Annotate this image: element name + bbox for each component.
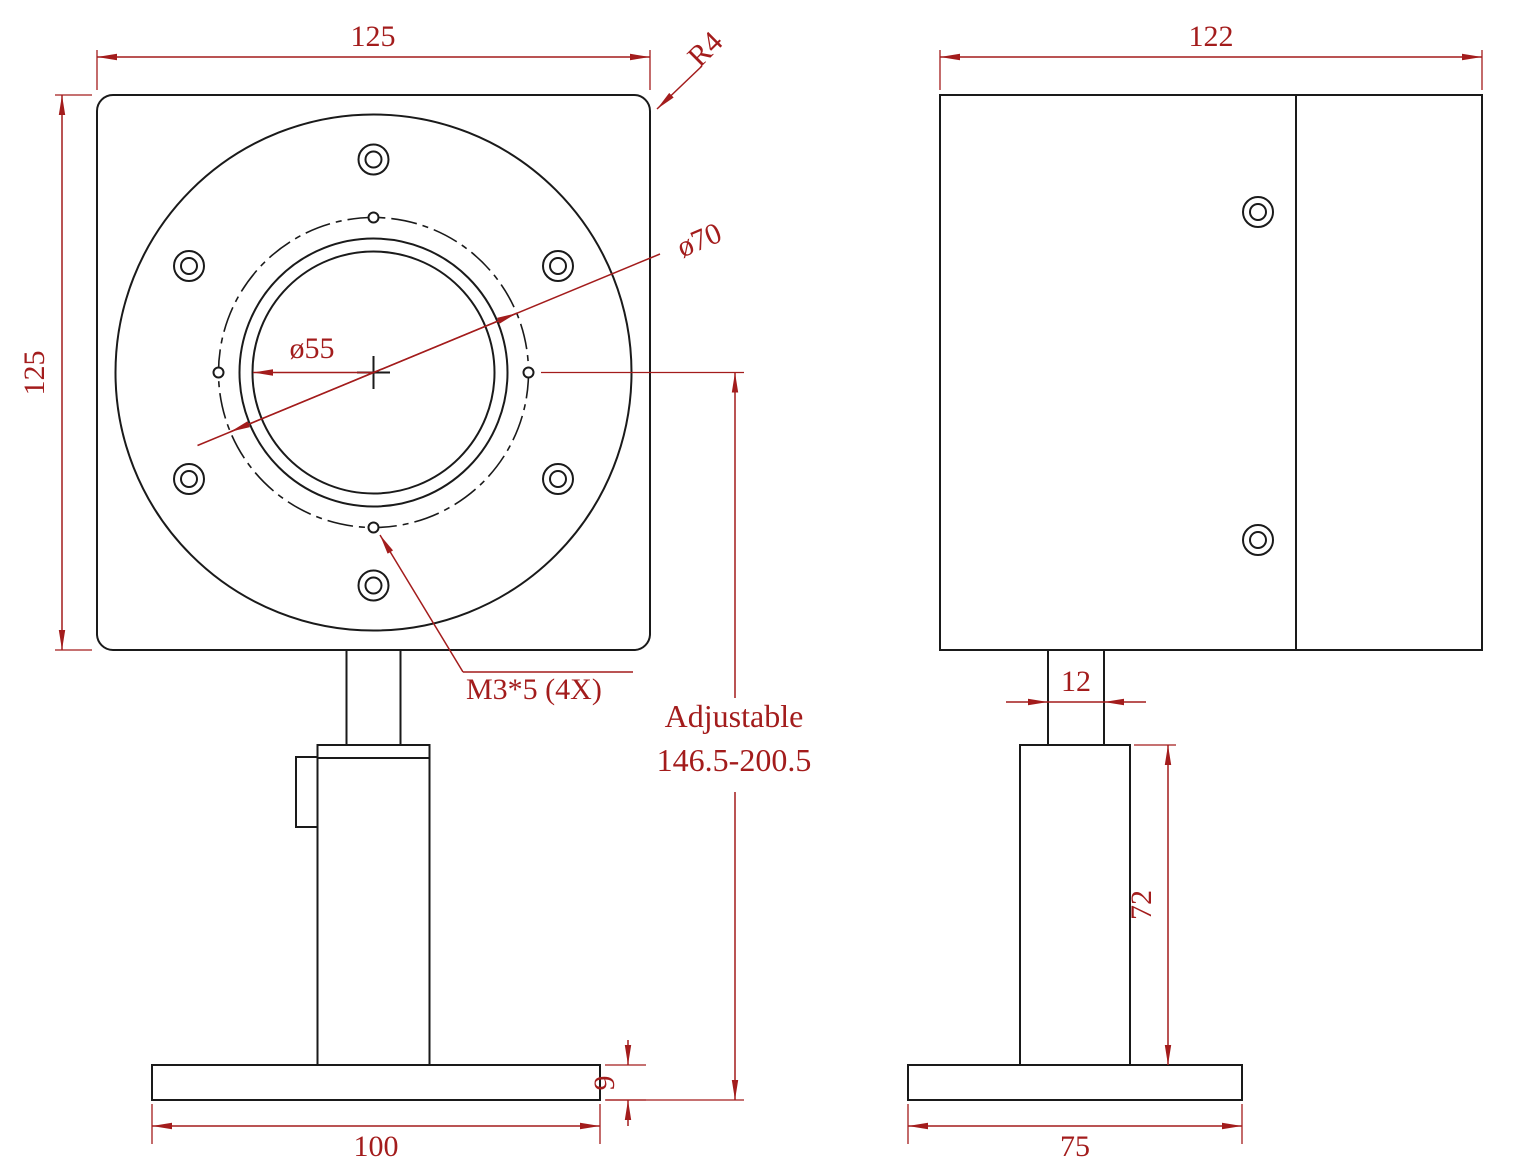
front-lock-knob <box>295 756 319 828</box>
extension-lines <box>939 50 1483 90</box>
m3-hole <box>367 521 380 534</box>
m3-hole <box>212 366 225 379</box>
dim-front-height-label: 125 <box>18 351 51 396</box>
dim-front-base-width-label: 100 <box>354 1130 399 1163</box>
side-body-outline <box>939 94 1483 651</box>
dim-neck-width: 12 <box>1006 665 1146 706</box>
side-view <box>907 94 1483 1101</box>
dim-side-base-width: 75 <box>907 1104 1243 1163</box>
dim-base-thickness-label: 9 <box>588 1076 621 1091</box>
dim-front-width: 125 <box>96 20 651 90</box>
counterbore-holes <box>173 143 574 602</box>
diameter-arrow <box>230 371 374 433</box>
dim-adjustable-height: Adjustable 146.5-200.5 <box>541 371 812 1101</box>
front-post <box>316 744 431 1066</box>
dim-thread-note: M3*5 (4X) <box>379 534 633 706</box>
dim-neck-width-label: 12 <box>1061 665 1091 698</box>
side-base-plate <box>907 1064 1243 1101</box>
extension-lines <box>55 94 92 651</box>
front-base-plate <box>151 1064 601 1101</box>
dim-front-width-label: 125 <box>351 20 396 53</box>
counterbore-hole-inner <box>364 576 383 595</box>
dim-corner-radius: R4 <box>656 25 729 110</box>
side-post <box>1019 744 1131 1066</box>
counterbore-hole-inner <box>180 470 198 488</box>
dim-base-thickness: 9 <box>588 1040 646 1126</box>
dim-post-height-label: 72 <box>1125 890 1158 920</box>
extension-lines <box>96 50 651 90</box>
dim-aperture-label: ø55 <box>290 332 335 365</box>
side-screw-inner <box>1249 531 1267 549</box>
diameter-arrow <box>373 312 517 374</box>
dim-post-height: 72 <box>1125 744 1176 1065</box>
side-screw-inner <box>1249 203 1267 221</box>
m3-hole <box>367 211 380 224</box>
dim-side-base-width-label: 75 <box>1060 1130 1090 1163</box>
dim-bolt-circle-label: ø70 <box>672 216 726 264</box>
front-neck <box>345 649 402 746</box>
adjustable-note-line2: 146.5-200.5 <box>657 742 812 778</box>
m3-hole <box>522 366 535 379</box>
side-neck <box>1047 649 1105 746</box>
front-view <box>96 94 651 1101</box>
dim-front-base-width: 100 <box>151 1104 601 1163</box>
dim-aperture: ø55 <box>253 332 374 376</box>
counterbore-hole-inner <box>549 470 567 488</box>
dim-side-width-label: 122 <box>1189 20 1234 53</box>
counterbore-hole-inner <box>364 150 383 169</box>
leader-line <box>656 65 703 110</box>
m3-holes <box>212 211 535 534</box>
counterbore-hole-inner <box>549 257 567 275</box>
dim-corner-radius-label: R4 <box>681 25 729 73</box>
leader-line <box>379 534 464 673</box>
dim-side-width: 122 <box>939 20 1483 90</box>
dim-front-height: 125 <box>18 94 92 651</box>
adjustable-note-line1: Adjustable <box>665 698 804 734</box>
dim-thread-note-label: M3*5 (4X) <box>466 673 602 706</box>
counterbore-hole-inner <box>180 257 198 275</box>
